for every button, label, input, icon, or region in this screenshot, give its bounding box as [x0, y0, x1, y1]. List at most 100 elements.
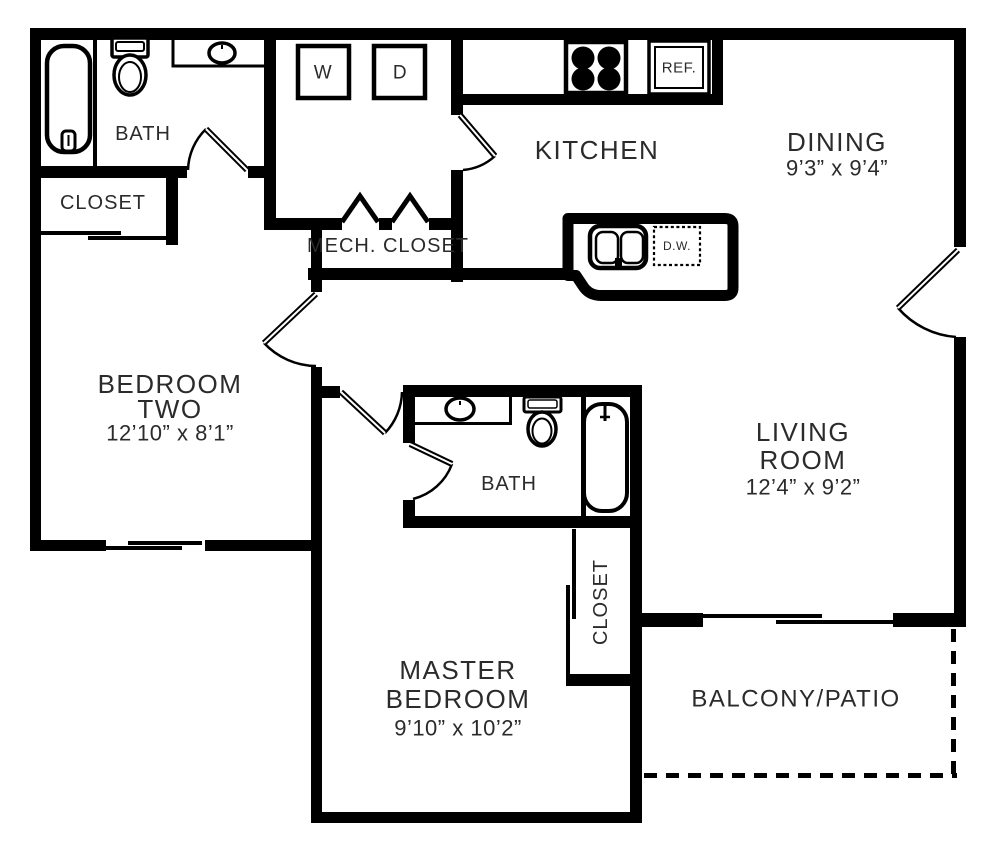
- room-label-bath1: BATH: [115, 123, 171, 145]
- wall-laundry-bottom-b: [379, 218, 392, 230]
- wall-tub1-divider: [93, 40, 97, 166]
- washer-label: W: [314, 63, 332, 84]
- laundry-door-swing-arc: [462, 155, 496, 172]
- wall-outer-left: [30, 28, 41, 551]
- sink-faucet-icon: [615, 258, 622, 269]
- closet1-slider-panel: [38, 231, 121, 235]
- wall-closet2-bottom: [566, 674, 633, 686]
- wall-east-interior: [630, 385, 642, 823]
- entry-door-swing-arc: [897, 307, 957, 339]
- bath1-door-leaf-core: [205, 128, 248, 171]
- doors: [186, 113, 961, 501]
- wall-bedroom2-bottom-right: [205, 540, 322, 551]
- wall-bath1-laundry-divider: [264, 39, 276, 218]
- entry-door-leaf-core: [897, 249, 959, 309]
- wall-living-bottom-left: [630, 613, 703, 627]
- laundry-kitchen-fixtures: [295, 39, 711, 271]
- wall-bath2-bottom: [403, 516, 642, 528]
- refrigerator-label: REF.: [662, 60, 697, 77]
- bifold-door-icon: [389, 191, 431, 224]
- toilet-tank-inner-icon: [115, 41, 145, 52]
- room-label-living-1: LIVING: [756, 417, 850, 447]
- bedroom2-door-swing-arc: [263, 342, 317, 368]
- room-label-kitchen: KITCHEN: [535, 135, 660, 165]
- closet2-slider-panel: [572, 529, 576, 619]
- bath2-door-leaf-core: [409, 443, 453, 465]
- room-label-living-2: ROOM: [760, 445, 847, 475]
- burner-icon: [597, 67, 621, 91]
- bedroom2-window-panel: [106, 546, 182, 550]
- windows-sliders: [38, 231, 897, 675]
- wall-outer-right-lower: [954, 337, 966, 627]
- dining-dimensions: 9’3” x 9’4”: [786, 156, 888, 181]
- walls: [30, 28, 966, 823]
- refrigerator-icon: [647, 39, 711, 96]
- labels: BATH CLOSET W D MECH. CLOSET KITCHEN REF…: [60, 60, 900, 741]
- wall-closet1-right: [166, 166, 178, 245]
- bath1-door-swing-arc: [186, 128, 207, 171]
- living-dimensions: 12’4” x 9’2”: [746, 475, 861, 500]
- master-dimensions: 9’10” x 10’2”: [394, 716, 522, 741]
- wall-bath2-top: [403, 385, 632, 397]
- room-label-closet1: CLOSET: [60, 192, 146, 214]
- closet2-slider-panel: [566, 585, 570, 675]
- bedroom-two-dimensions: 12’10” x 8’1”: [106, 421, 234, 446]
- sink-icon: [444, 396, 476, 422]
- wall-outer-right-upper: [954, 28, 966, 247]
- laundry-door-leaf-core: [459, 114, 496, 157]
- dryer-icon: [371, 43, 428, 101]
- wall-master-left-upper: [311, 218, 322, 292]
- room-label-bedroom-two-2: TWO: [137, 394, 202, 424]
- refrigerator-inner-icon: [654, 46, 704, 89]
- wall-outer-top: [30, 28, 966, 40]
- room-label-balcony: BALCONY/PATIO: [691, 686, 900, 713]
- vanity-counter-edge-icon: [509, 397, 512, 425]
- balcony-boundary: [644, 629, 957, 778]
- wall-hallway: [308, 268, 577, 280]
- toilet-bowl-icon: [112, 53, 148, 97]
- bath2-door-swing-arc: [412, 463, 454, 501]
- burner-icon: [571, 46, 595, 70]
- washer-icon: [295, 43, 352, 101]
- room-label-master-2: BEDROOM: [386, 684, 531, 714]
- wall-kitchen-west-upper: [451, 39, 463, 115]
- closet1-slider-panel: [88, 236, 173, 240]
- toilet-bowl-icon: [526, 410, 558, 448]
- counter-right-cap: [712, 39, 723, 105]
- master-door-swing-arc: [384, 391, 404, 434]
- dishwasher-icon: [652, 225, 702, 267]
- bedroom2-window-panel: [128, 541, 202, 545]
- room-label-mech-closet: MECH. CLOSET: [307, 235, 469, 257]
- toilet-bowl-inner-icon: [118, 61, 142, 93]
- burner-icon: [597, 46, 621, 70]
- sink-icon: [207, 41, 237, 65]
- wall-laundry-bottom-a: [264, 218, 342, 230]
- room-label-closet2: CLOSET: [590, 559, 612, 645]
- wall-master-door-stub: [322, 386, 340, 398]
- wall-bedroom2-bottom-left: [30, 540, 106, 551]
- living-slider-panel: [776, 620, 897, 624]
- vanity-counter-icon: [415, 422, 510, 425]
- sink-bowl-right-icon: [619, 230, 645, 265]
- room-label-dining: DINING: [787, 127, 887, 157]
- bifold-door-icon: [339, 191, 381, 224]
- burner-icon: [571, 67, 595, 91]
- toilet-bowl-inner-icon: [531, 417, 553, 445]
- wall-bath1-bottom-left: [30, 166, 187, 178]
- wall-bath2-west-upper: [403, 385, 415, 443]
- wall-kitchen-west-lower: [451, 170, 463, 282]
- wall-master-bottom: [311, 812, 642, 823]
- room-label-master-1: MASTER: [399, 655, 516, 685]
- bathtub-icon: [582, 402, 629, 513]
- sink-bowl-left-icon: [594, 230, 620, 265]
- wall-living-bottom-right: [893, 613, 966, 627]
- dryer-label: D: [393, 63, 407, 84]
- dishwasher-label: D.W.: [663, 239, 691, 253]
- room-label-bedroom-two-1: BEDROOM: [98, 369, 243, 399]
- bath2-fixtures: [415, 395, 629, 513]
- living-slider-panel: [700, 614, 822, 618]
- room-label-bath2: BATH: [481, 473, 537, 495]
- counter-front-edge: [463, 94, 723, 105]
- master-door-leaf-core: [340, 391, 386, 434]
